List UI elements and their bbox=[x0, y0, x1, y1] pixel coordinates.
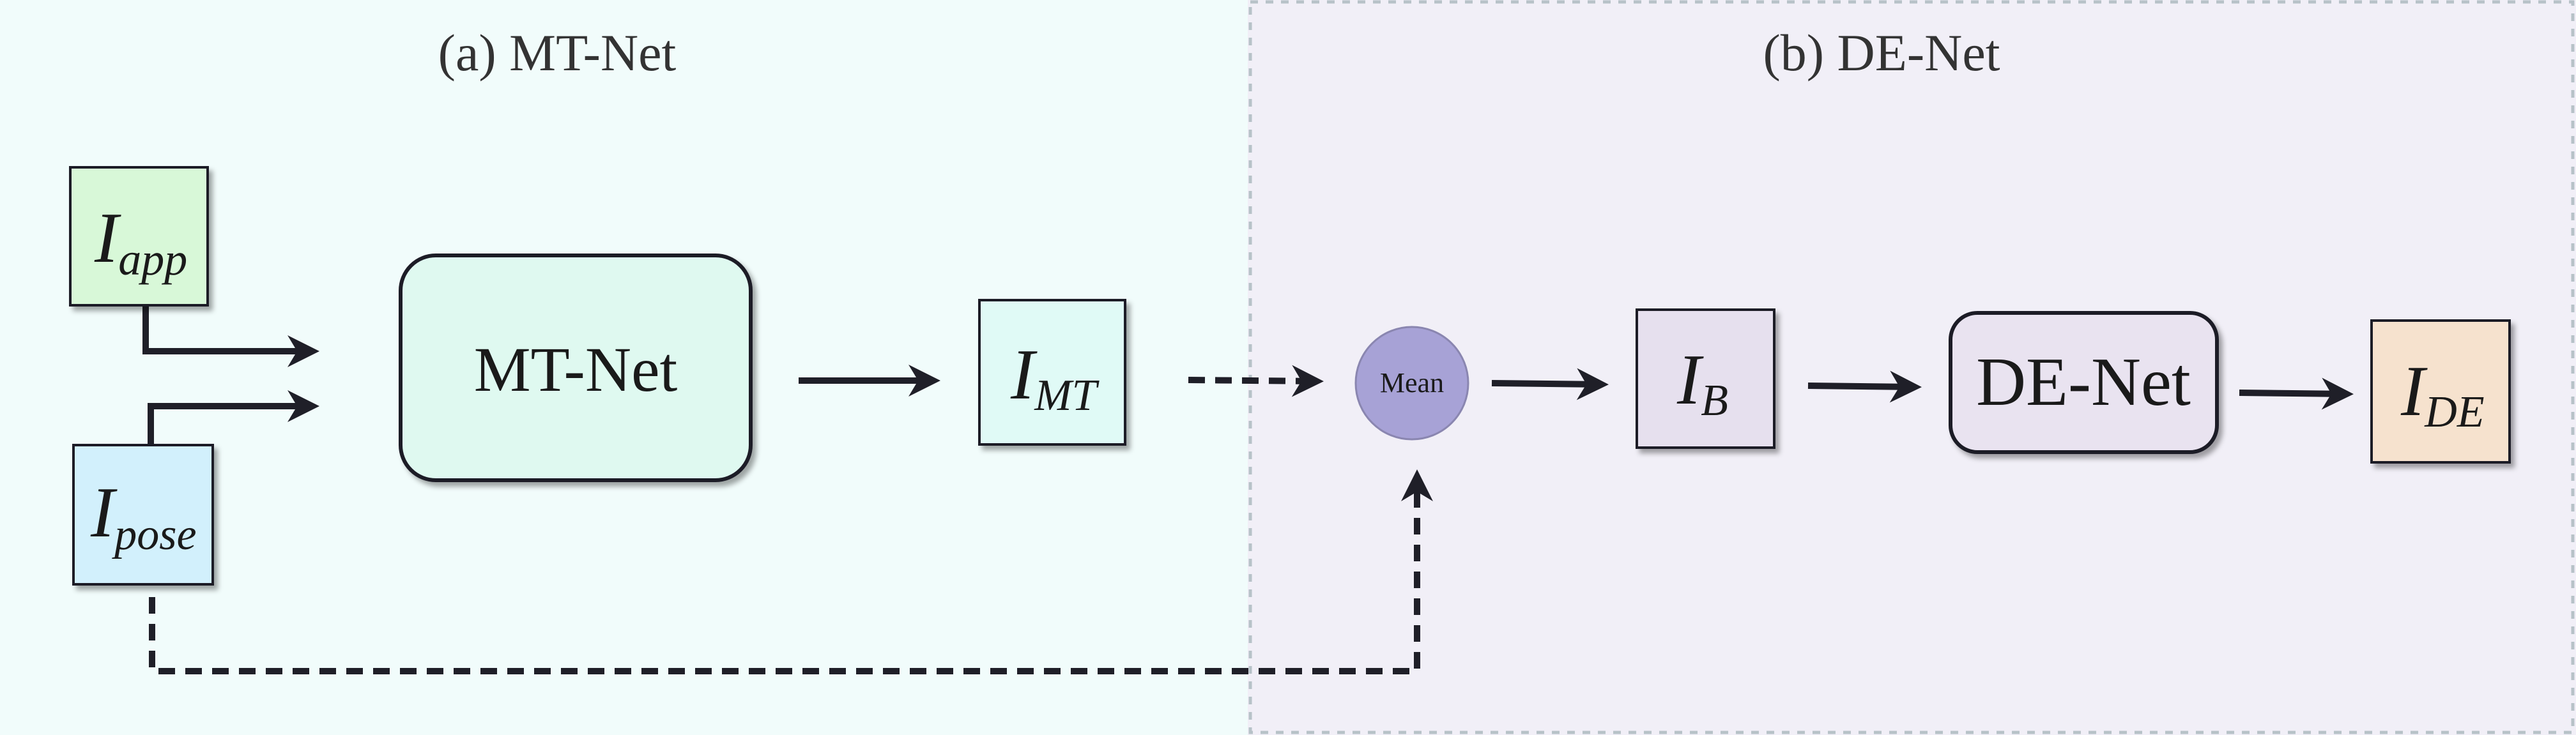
node-i-app-label: Iapp bbox=[94, 199, 187, 285]
arrow-de-net-to-i-de bbox=[2239, 377, 2354, 410]
node-i-mt-label: IMT bbox=[1010, 335, 1100, 420]
node-i-app-box bbox=[69, 166, 209, 307]
section-right-border bbox=[1248, 0, 2575, 734]
arrow-app-to-mt-net bbox=[142, 305, 319, 367]
node-i-de-box bbox=[2370, 319, 2511, 464]
node-mean-circle bbox=[1354, 326, 1469, 441]
arrow-mean-to-i-b bbox=[1491, 368, 1609, 400]
node-mt-net-label: MT-Net bbox=[474, 334, 678, 405]
node-i-b-label: IB bbox=[1676, 340, 1728, 425]
node-i-pose-label: Ipose bbox=[90, 473, 197, 559]
node-i-app: Iapp bbox=[69, 166, 209, 307]
node-i-pose-box bbox=[72, 444, 214, 586]
node-i-de: IDE bbox=[2370, 319, 2511, 464]
arrow-i-b-to-de-net bbox=[1807, 370, 1922, 403]
node-i-b: IB bbox=[1636, 308, 1775, 449]
section-title-de-net: (b) DE-Net bbox=[1763, 24, 2000, 82]
node-de-net: DE-Net bbox=[1949, 311, 2219, 454]
node-mt-net-box bbox=[399, 254, 753, 482]
node-de-net-box bbox=[1949, 311, 2219, 454]
section-right-bg bbox=[1248, 0, 2576, 735]
node-i-de-label: IDE bbox=[2400, 352, 2485, 437]
node-mt-net: MT-Net bbox=[399, 254, 753, 482]
arrow-i-mt-to-mean bbox=[1188, 365, 1324, 397]
node-i-mt: IMT bbox=[978, 299, 1126, 446]
arrow-pose-to-mean bbox=[149, 469, 1433, 674]
node-de-net-label: DE-Net bbox=[1976, 344, 2191, 420]
section-title-mt-net: (a) MT-Net bbox=[438, 24, 677, 82]
node-i-mt-box bbox=[978, 299, 1126, 446]
node-i-pose: Ipose bbox=[72, 444, 214, 586]
node-i-b-box bbox=[1636, 308, 1775, 449]
node-mean-label: Mean bbox=[1380, 367, 1444, 398]
node-mean: Mean bbox=[1354, 326, 1469, 441]
arrow-pose-to-mt-net bbox=[148, 390, 319, 445]
